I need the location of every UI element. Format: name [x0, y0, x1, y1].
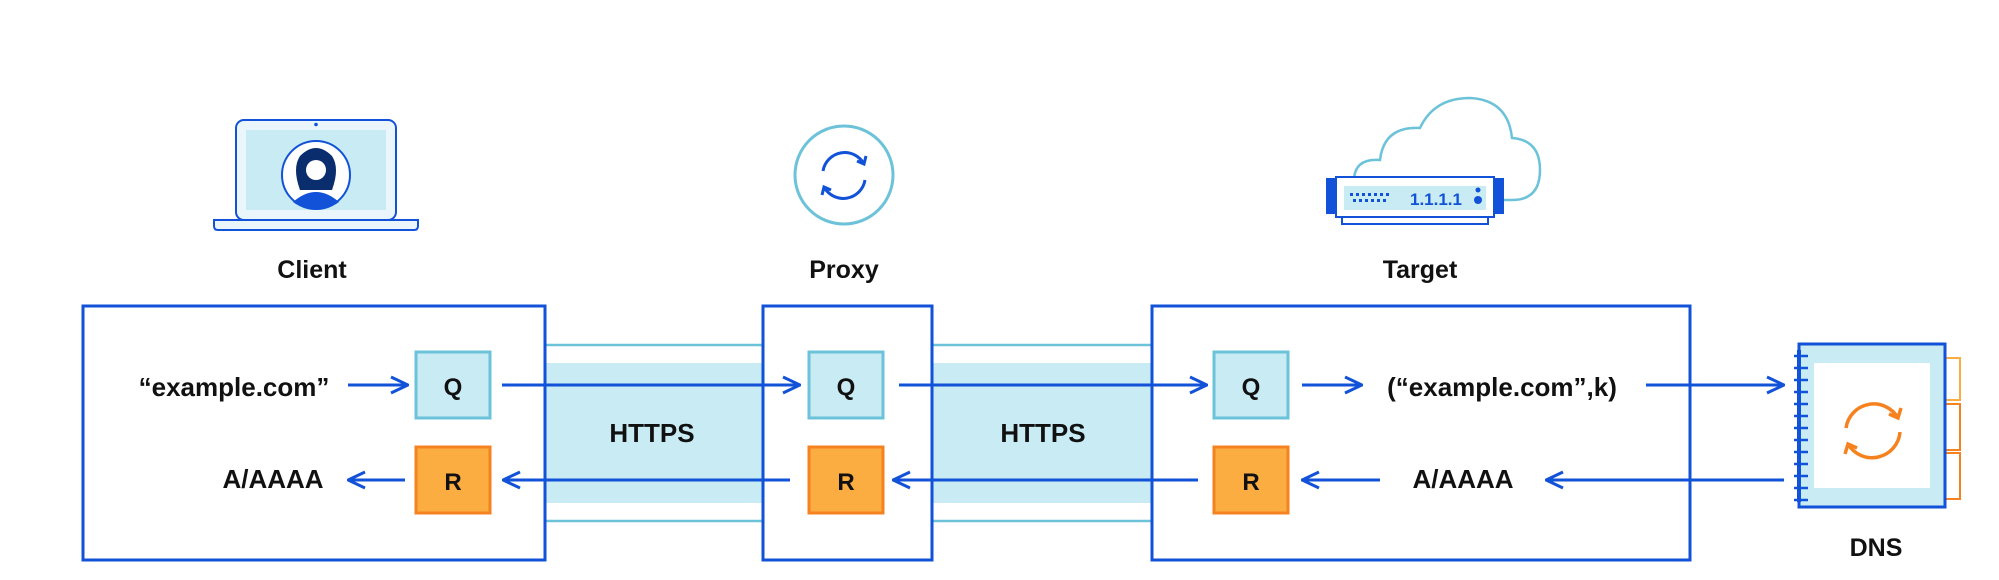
proxy-q-letter: Q	[837, 374, 856, 401]
proxy-response-packet	[807, 445, 885, 515]
proxy-sync-icon	[793, 124, 895, 226]
dns-server-icon	[1794, 342, 1961, 509]
target-query-text: (“example.com”,k)	[1387, 372, 1617, 402]
client-query-text: “example.com”	[139, 372, 330, 402]
https-label-left: HTTPS	[609, 418, 694, 448]
server-ip-label: 1.1.1.1	[1410, 190, 1462, 209]
target-query-packet	[1212, 350, 1290, 420]
https-label-right: HTTPS	[1000, 418, 1085, 448]
client-label: Client	[277, 256, 347, 284]
target-response-packet	[1212, 445, 1290, 515]
proxy-label: Proxy	[809, 256, 879, 284]
target-response-text: A/AAAA	[1412, 464, 1513, 494]
client-response-packet	[414, 445, 492, 515]
target-q-letter: Q	[1242, 374, 1261, 401]
proxy-r-letter: R	[837, 469, 854, 496]
target-box	[1150, 304, 1692, 562]
target-label: Target	[1383, 256, 1458, 284]
cloud-server-icon	[1326, 96, 1542, 225]
target-r-letter: R	[1242, 469, 1259, 496]
client-response-text: A/AAAA	[222, 464, 323, 494]
proxy-query-packet	[807, 350, 885, 420]
laptop-user-icon	[213, 119, 419, 231]
client-r-letter: R	[444, 469, 461, 496]
client-box	[81, 304, 547, 562]
client-q-letter: Q	[444, 374, 463, 401]
proxy-box	[761, 304, 934, 562]
client-query-packet	[414, 350, 492, 420]
dns-label: DNS	[1850, 534, 1903, 562]
